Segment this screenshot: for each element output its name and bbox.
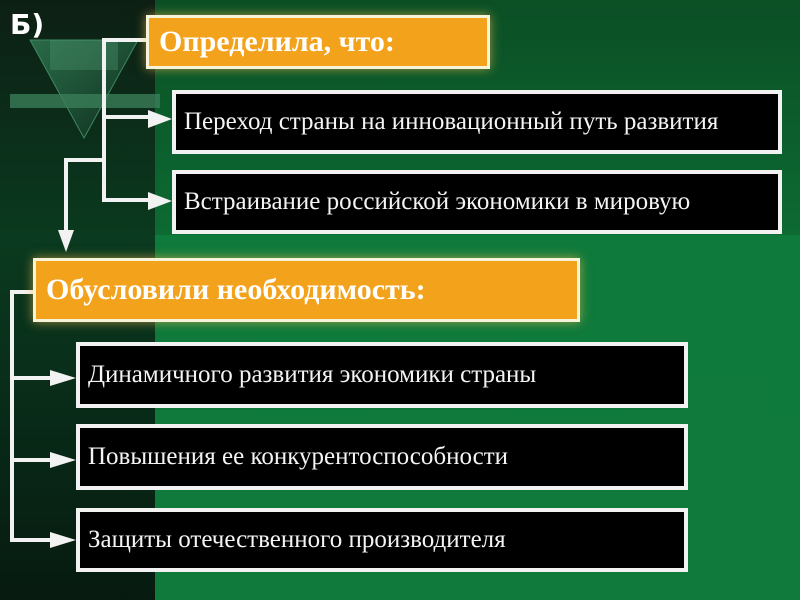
item-competitiveness-label: Повышения ее конкурентоспособности: [88, 443, 508, 471]
header-determined: Определила, что:: [146, 15, 490, 69]
item-world-economy-label: Встраивание российской экономики в миров…: [184, 188, 690, 216]
item-dynamic-development-label: Динамичного развития экономики страны: [88, 361, 536, 389]
item-producer-protection-label: Защиты отечественного производителя: [88, 526, 506, 554]
item-innovation-path: Переход страны на инновационный путь раз…: [172, 90, 782, 154]
header-necessity: Обусловили необходимость:: [33, 258, 580, 322]
item-competitiveness: Повышения ее конкурентоспособности: [76, 424, 688, 490]
item-producer-protection: Защиты отечественного производителя: [76, 508, 688, 572]
header-determined-label: Определила, что:: [159, 25, 395, 59]
item-dynamic-development: Динамичного развития экономики страны: [76, 342, 688, 408]
item-innovation-path-label: Переход страны на инновационный путь раз…: [184, 108, 718, 136]
header-necessity-label: Обусловили необходимость:: [46, 273, 426, 307]
section-label: Б): [10, 8, 44, 41]
item-world-economy: Встраивание российской экономики в миров…: [172, 170, 782, 234]
